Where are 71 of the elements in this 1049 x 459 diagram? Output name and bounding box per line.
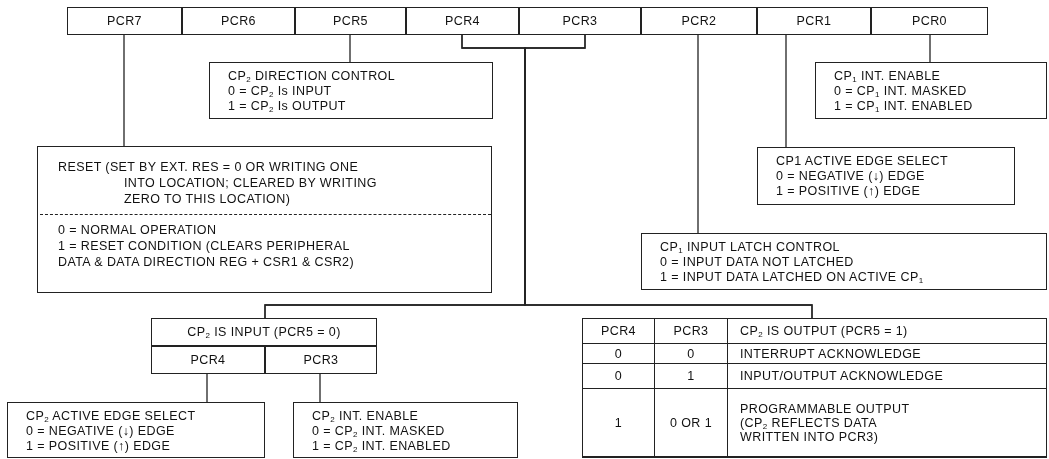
register-bit-cell bbox=[757, 7, 871, 35]
connector-line bbox=[206, 373, 208, 403]
bit-label: PCR6 bbox=[221, 14, 256, 28]
bit-label: PCR4 bbox=[190, 353, 226, 367]
table-cell: 1 bbox=[583, 389, 655, 457]
field-title: CP$_{1}$ INT. ENABLE bbox=[834, 69, 942, 84]
table-cell: INTERRUPT ACKNOWLEDGE bbox=[728, 344, 1047, 364]
connector-line bbox=[123, 34, 125, 147]
bit-label: PCR4 bbox=[445, 14, 480, 28]
table-cell: INPUT/OUTPUT ACKNOWLEDGE bbox=[728, 364, 1047, 389]
connector-line bbox=[785, 34, 787, 148]
value-description: 0 = CP$_{2}$ Is INPUT bbox=[228, 84, 333, 99]
value-description: 0 = NORMAL OPERATION bbox=[58, 222, 218, 238]
value-description: 1 = POSITIVE (↑) EDGE bbox=[776, 184, 922, 199]
connector-line bbox=[349, 34, 351, 63]
register-bit-cell bbox=[295, 7, 406, 35]
value-description: 0 = INPUT DATA NOT LATCHED bbox=[660, 255, 855, 270]
description-box bbox=[641, 233, 1047, 290]
connector-line bbox=[697, 34, 699, 234]
field-title: RESET (SET BY EXT. RES = 0 OR WRITING ONE INTO LOCATION; CLEARED BY WRITING ZERO TO THIS LOCATION) bbox=[58, 159, 378, 207]
value-description: 1 = POSITIVE (↑) EDGE bbox=[26, 439, 172, 454]
description-box bbox=[815, 62, 1047, 119]
register-bit-cell bbox=[151, 346, 265, 374]
connector-line bbox=[319, 373, 321, 403]
register-bit-cell bbox=[641, 7, 757, 35]
description-box bbox=[37, 146, 492, 293]
connector-line bbox=[929, 34, 931, 63]
register-bit-cell bbox=[182, 7, 295, 35]
value-description: 1 = CP$_{2}$ INT. ENABLED bbox=[312, 439, 452, 454]
description-box bbox=[757, 147, 1015, 205]
table-cell: 0 bbox=[583, 364, 655, 389]
value-description: 1 = INPUT DATA LATCHED ON ACTIVE CP$_{1}$ bbox=[660, 270, 925, 285]
bit-label: PCR0 bbox=[912, 14, 947, 28]
field-title: CP$_{2}$ ACTIVE EDGE SELECT bbox=[26, 409, 197, 424]
value-description: 1 = CP$_{2}$ Is OUTPUT bbox=[228, 99, 347, 114]
table-cell: 0 OR 1 bbox=[655, 389, 728, 457]
output-mode-table bbox=[582, 318, 1047, 458]
description-box bbox=[7, 402, 265, 458]
bit-label: PCR3 bbox=[562, 14, 598, 28]
bit-label: CP$_{2}$ IS INPUT (PCR5 = 0) bbox=[187, 325, 341, 339]
value-description: 0 = NEGATIVE (↓) EDGE bbox=[26, 424, 176, 439]
connector-line bbox=[524, 34, 813, 319]
value-description: 1 = CP$_{1}$ INT. ENABLED bbox=[834, 99, 974, 114]
table-cell: PROGRAMMABLE OUTPUT (CP$_{2}$ REFLECTS DATA WRITTEN INTO PCR3) bbox=[728, 389, 1047, 457]
field-title: CP$_{2}$ DIRECTION CONTROL bbox=[228, 69, 397, 84]
bit-label: PCR2 bbox=[681, 14, 717, 28]
table-cell: 1 bbox=[655, 364, 728, 389]
description-box bbox=[209, 62, 493, 119]
table-cell: 0 bbox=[583, 344, 655, 364]
field-title: CP$_{2}$ INT. ENABLE bbox=[312, 409, 420, 424]
register-bit-cell bbox=[406, 7, 519, 35]
register-bit-cell bbox=[151, 318, 377, 346]
bit-label: PCR5 bbox=[333, 14, 368, 28]
value-description: 0 = CP$_{2}$ INT. MASKED bbox=[312, 424, 446, 439]
bit-label: PCR7 bbox=[107, 14, 142, 28]
value-description: 0 = CP$_{1}$ INT. MASKED bbox=[834, 84, 968, 99]
register-bit-cell bbox=[871, 7, 988, 35]
value-description: 1 = RESET CONDITION (CLEARS PERIPHERAL DATA & DATA DIRECTION REG + CSR1 & CSR2) bbox=[58, 238, 356, 270]
description-box bbox=[293, 402, 518, 458]
register-bit-cell bbox=[519, 7, 641, 35]
table-cell: PCR4 bbox=[583, 319, 655, 344]
value-description: 0 = NEGATIVE (↓) EDGE bbox=[776, 169, 926, 184]
bit-label: PCR3 bbox=[303, 353, 339, 367]
table-cell: PCR3 bbox=[655, 319, 728, 344]
table-cell: CP$_{2}$ IS OUTPUT (PCR5 = 1) bbox=[728, 319, 1047, 344]
bit-label: PCR1 bbox=[796, 14, 832, 28]
register-bit-cell bbox=[67, 7, 182, 35]
field-title: CP$_{1}$ INPUT LATCH CONTROL bbox=[660, 240, 841, 255]
register-bit-cell bbox=[265, 346, 377, 374]
field-title: CP1 ACTIVE EDGE SELECT bbox=[776, 154, 950, 169]
table-cell: 0 bbox=[655, 344, 728, 364]
